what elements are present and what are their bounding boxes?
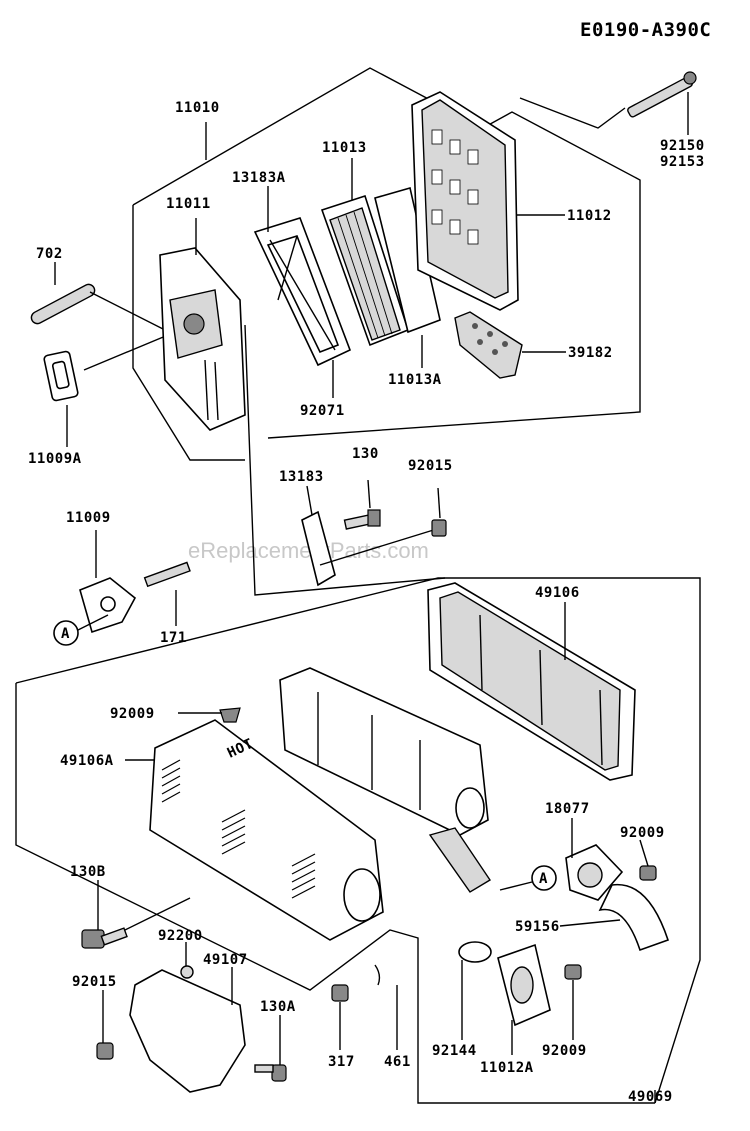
part-muffler-body [279, 667, 491, 893]
part-11011-air-cleaner-base [159, 247, 246, 431]
callout-49106A: 49106A [60, 753, 114, 769]
part-92144-clamp [458, 941, 492, 963]
callout-461: 461 [384, 1054, 411, 1070]
svg-text:A: A [61, 626, 70, 642]
callout-92009-bottom: 92009 [542, 1043, 587, 1059]
part-130A-bolt [254, 1064, 287, 1082]
part-13183A-gasket [253, 217, 352, 367]
part-92015-nut-bottom [96, 1042, 114, 1060]
part-317-nut [331, 984, 349, 1002]
callout-317: 317 [328, 1054, 355, 1070]
part-92200-washer [180, 965, 194, 979]
ref-circle-a-right: A [499, 865, 557, 891]
callout-11012: 11012 [567, 208, 612, 224]
callout-130B: 130B [70, 864, 106, 880]
part-11012A-flange [497, 943, 551, 1027]
callout-59156: 59156 [515, 919, 560, 935]
callout-702: 702 [36, 246, 63, 262]
part-49106-muffler-cover [427, 582, 636, 781]
callout-18077: 18077 [545, 801, 590, 817]
part-49106A-muffler-guard: HOT [149, 719, 384, 941]
part-18077-spark-arrester [565, 844, 624, 901]
part-11009-gasket [79, 577, 137, 634]
callout-92015-top: 92015 [408, 458, 453, 474]
part-130B-bolt [81, 897, 191, 949]
callout-92015-bottom: 92015 [72, 974, 117, 990]
callout-171: 171 [160, 630, 187, 646]
callout-92200: 92200 [158, 928, 203, 944]
callout-92071: 92071 [300, 403, 345, 419]
callout-11013: 11013 [322, 140, 367, 156]
callout-13183A: 13183A [232, 170, 286, 186]
callout-11010: 11010 [175, 100, 220, 116]
callout-11009A: 11009A [28, 451, 82, 467]
callout-13183: 13183 [279, 469, 324, 485]
part-11012-air-cleaner-cover [411, 91, 519, 311]
part-49107-deflector [129, 969, 246, 1093]
leader-lines [54, 92, 689, 1103]
part-11013-air-filter-element [320, 194, 409, 347]
diagram-id: E0190-A390C [580, 19, 711, 41]
callout-92144: 92144 [432, 1043, 477, 1059]
callout-130A: 130A [260, 999, 296, 1015]
part-13183-gasket [301, 510, 441, 587]
part-92009-cap-top [219, 707, 241, 723]
muffler-assembly-frame [15, 577, 701, 1104]
part-59156-pipe [598, 883, 670, 952]
callout-92009-right: 92009 [620, 825, 665, 841]
part-130-bolt [343, 509, 381, 530]
callout-39182: 39182 [568, 345, 613, 361]
callout-labels: 11010 11011 13183A 11013 11012 92150 921… [28, 100, 705, 1105]
callout-130: 130 [352, 446, 379, 462]
callout-11011: 11011 [166, 196, 211, 212]
callout-92153: 92153 [660, 154, 705, 170]
callout-11013A: 11013A [388, 372, 442, 388]
callout-11012A: 11012A [480, 1060, 534, 1076]
part-702-pin [30, 283, 166, 331]
svg-text:A: A [539, 871, 548, 887]
part-171-stud [143, 561, 191, 588]
part-461-clip [374, 964, 381, 986]
callout-11009: 11009 [66, 510, 111, 526]
part-92015-nut-top [431, 519, 447, 537]
callout-92009-top: 92009 [110, 706, 155, 722]
part-11009A-gasket [43, 329, 181, 402]
part-92009-cap-right [639, 865, 657, 881]
callout-49107: 49107 [203, 952, 248, 968]
part-39182-bracket [454, 311, 523, 379]
air-cleaner-assembly-frame [132, 67, 641, 596]
ref-circle-a-left: A [53, 614, 109, 646]
part-92009-cap-bottom [564, 964, 582, 980]
part-11013A-pre-cleaner [374, 186, 441, 334]
callout-49106: 49106 [535, 585, 580, 601]
callout-49069: 49069 [628, 1089, 673, 1105]
callout-92150: 92150 [660, 138, 705, 154]
part-92150-bolt [519, 71, 697, 129]
